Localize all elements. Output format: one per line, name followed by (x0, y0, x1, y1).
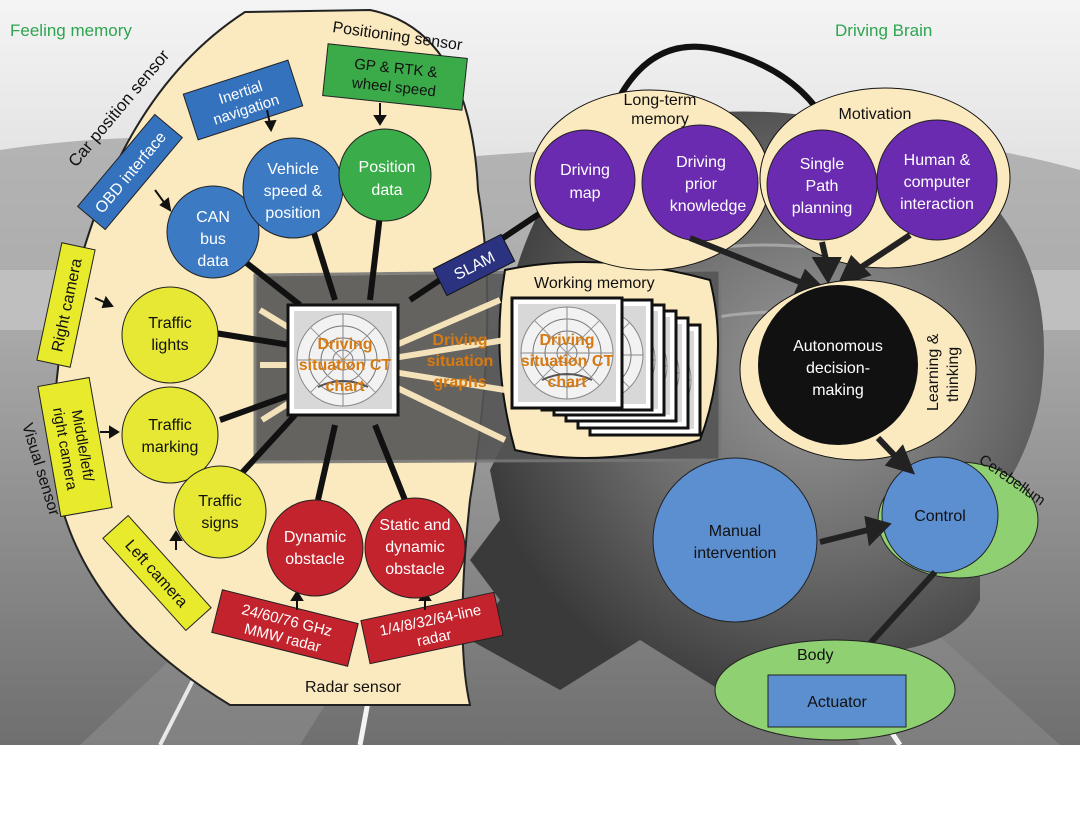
static-dynamic-obstacle-circle: Static and dynamic obstacle (364, 497, 466, 599)
position-data-circle: Position data (338, 128, 432, 222)
prior-knowledge-label-2: prior (685, 176, 718, 193)
decision-label-2: decision- (806, 360, 870, 377)
vehicle-speed-circle: Vehicle speed & position (242, 137, 344, 239)
wm-chart-label-2: situation CT (521, 353, 614, 370)
vehicle-speed-label-2: speed & (264, 183, 323, 200)
traffic-signs-label-1: Traffic (198, 493, 242, 510)
decision-label-3: making (812, 382, 864, 399)
dynamic-obstacle-label-1: Dynamic (284, 529, 346, 546)
dynamic-obstacle-circle: Dynamic obstacle (266, 499, 364, 597)
hci-label-3: interaction (900, 196, 974, 213)
gps-box: GP & RTK & wheel speed (322, 43, 468, 111)
manual-label-2: intervention (694, 545, 777, 562)
static-dynamic-label-2: dynamic (385, 539, 445, 556)
vehicle-speed-label-1: Vehicle (267, 161, 319, 178)
position-data-label-2: data (371, 182, 402, 199)
actuator-box: Actuator (767, 674, 907, 728)
ct-chart-label-2: situation CT (299, 357, 392, 374)
radar-sensor-label: Radar sensor (305, 679, 402, 696)
traffic-signs-circle: Traffic signs (173, 465, 267, 559)
learning-label-2: thinking (945, 347, 962, 402)
path-planning-circle: Single Path planning (766, 129, 878, 241)
hci-label-2: computer (904, 174, 971, 191)
line-radar-label-2: radar (415, 626, 453, 650)
path-planning-label-2: Path (806, 178, 839, 195)
memory-loop-arc (602, 43, 833, 132)
traffic-lights-circle: Traffic lights (121, 286, 219, 384)
can-bus-label-2: bus (200, 231, 226, 248)
traffic-lights-label-1: Traffic (148, 315, 192, 332)
learning-label-1: Learning & (925, 333, 942, 411)
traffic-marking-label-2: marking (142, 439, 199, 456)
path-planning-label-3: planning (792, 200, 853, 217)
left-title: Feeling memory (10, 21, 132, 40)
can-bus-label-1: CAN (196, 209, 230, 226)
dynamic-obstacle-label-2: obstacle (285, 551, 345, 568)
long-term-memory-label-1: Long-term (624, 92, 697, 109)
driving-map-label-1: Driving (560, 162, 610, 179)
graphs-label-3: graphs (433, 374, 486, 391)
ct-chart-label-3: chart (325, 378, 365, 395)
traffic-lights-label-2: lights (151, 337, 188, 354)
inertial-navigation-box: Inertial navigation (182, 59, 304, 141)
can-bus-circle: CAN bus data (166, 185, 260, 279)
decision-circle: Autonomous decision- making (758, 285, 918, 445)
manual-intervention-circle: Manual intervention (652, 457, 818, 623)
static-dynamic-label-1: Static and (379, 517, 450, 534)
vehicle-speed-label-3: position (265, 205, 320, 222)
traffic-marking-label-1: Traffic (148, 417, 192, 434)
hci-label-1: Human & (904, 152, 971, 169)
right-title: Driving Brain (835, 21, 932, 40)
decision-label-1: Autonomous (793, 338, 883, 355)
driving-map-label-2: map (569, 185, 600, 202)
prior-knowledge-label-3: knowledge (670, 198, 747, 215)
static-dynamic-label-3: obstacle (385, 561, 445, 578)
ct-chart-label-1: Driving (317, 336, 372, 353)
can-bus-label-3: data (197, 253, 228, 270)
wm-chart-label-1: Driving (539, 332, 594, 349)
prior-knowledge-label-1: Driving (676, 154, 726, 171)
manual-label-1: Manual (709, 523, 761, 540)
graphs-label-1: Driving (432, 332, 487, 349)
control-circle: Control (881, 456, 999, 574)
position-data-label-1: Position (359, 159, 416, 176)
driving-map-circle: Driving map (534, 129, 636, 231)
control-label: Control (914, 508, 966, 525)
graphs-label-2: situation (427, 353, 494, 370)
traffic-signs-label-2: signs (201, 515, 238, 532)
hci-circle: Human & computer interaction (876, 119, 998, 241)
working-memory-label: Working memory (534, 275, 655, 292)
wm-chart-label-3: chart (547, 374, 587, 391)
traffic-marking-circle: Traffic marking (121, 386, 219, 484)
middle-camera-box: Middle/left/ right camera (37, 376, 113, 518)
path-planning-label-1: Single (800, 156, 845, 173)
prior-knowledge-circle: Driving prior knowledge (641, 124, 759, 242)
actuator-label: Actuator (807, 694, 867, 711)
body-label: Body (797, 647, 833, 664)
motivation-label: Motivation (839, 106, 912, 123)
long-term-memory-label-2: memory (631, 111, 689, 128)
